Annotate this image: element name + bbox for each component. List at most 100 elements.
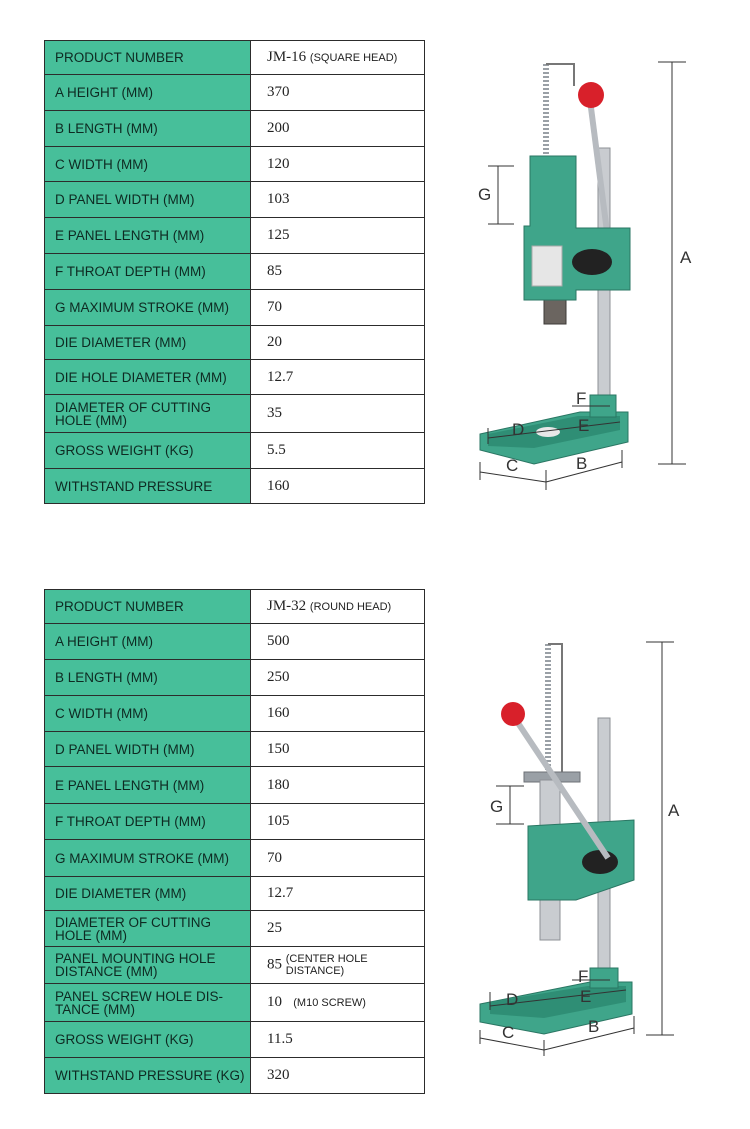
row-value: 160 xyxy=(250,468,425,504)
table-row: DIE DIAMETER (MM) 20 xyxy=(44,325,425,360)
press-drawing-jm32: A G D E F C B xyxy=(479,641,680,1056)
row-value: 12.7 xyxy=(250,876,425,911)
table-row: C WIDTH (MM) 160 xyxy=(44,695,425,732)
table-row: PANEL MOUNTING HOLE DISTANCE (MM) 85 (CE… xyxy=(44,946,425,984)
press-head xyxy=(527,819,635,901)
row-value: 12.7 xyxy=(250,359,425,395)
dimension-def: D E F xyxy=(487,389,621,444)
row-label: D PANEL WIDTH (MM) xyxy=(44,181,251,218)
table-row: DIE DIAMETER (MM) 12.7 xyxy=(44,876,425,911)
handle-knob xyxy=(501,702,525,726)
row-label: DIAMETER OF CUTTING HOLE (MM) xyxy=(44,910,251,947)
row-value: 20 xyxy=(250,325,425,360)
row-label: WITHSTAND PRESSURE (KG) xyxy=(44,1057,251,1094)
dim-label-c: C xyxy=(506,456,518,475)
handle-knob xyxy=(578,82,604,108)
pinion-knob xyxy=(572,249,612,275)
table-row: F THROAT DEPTH (MM) 85 xyxy=(44,253,425,290)
table-row: GROSS WEIGHT (KG) 11.5 xyxy=(44,1021,425,1058)
dim-label-c: C xyxy=(502,1023,514,1042)
table-row: G MAXIMUM STROKE (MM) 70 xyxy=(44,839,425,877)
column-foot xyxy=(589,967,619,989)
handle-lever xyxy=(513,718,611,860)
table-row: PANEL SCREW HOLE DIS-TANCE (MM) 10 (M10 … xyxy=(44,983,425,1022)
row-value: 25 xyxy=(250,910,425,947)
row-label: A HEIGHT (MM) xyxy=(44,74,251,111)
table-row: G MAXIMUM STROKE (MM) 70 xyxy=(44,289,425,326)
table-row: A HEIGHT (MM) 370 xyxy=(44,74,425,111)
value-note: (SQUARE HEAD) xyxy=(309,51,398,64)
dimension-cb: C B xyxy=(479,450,623,490)
row-label: GROSS WEIGHT (KG) xyxy=(44,1021,251,1058)
row-value-number: 85 xyxy=(267,956,282,973)
nameplate xyxy=(531,245,563,287)
table-row: DIAMETER OF CUTTING HOLE (MM) 35 xyxy=(44,394,425,433)
table-row: E PANEL LENGTH (MM) 125 xyxy=(44,217,425,254)
row-value: 500 xyxy=(250,623,425,660)
row-label: PRODUCT NUMBER xyxy=(44,589,251,624)
table-row: F THROAT DEPTH (MM) 105 xyxy=(44,803,425,840)
row-value-number: 10 xyxy=(267,994,282,1010)
spec-table-jm32: PRODUCT NUMBER JM-32 (ROUND HEAD) A HEIG… xyxy=(44,589,425,1094)
row-label: PANEL SCREW HOLE DIS-TANCE (MM) xyxy=(44,983,251,1022)
table-row: PRODUCT NUMBER JM-32 (ROUND HEAD) xyxy=(44,589,425,624)
row-label: DIE DIAMETER (MM) xyxy=(44,876,251,911)
row-value: 105 xyxy=(250,803,425,840)
dim-label-d: D xyxy=(512,420,524,439)
row-value: 70 xyxy=(250,839,425,877)
dim-label-a: A xyxy=(680,248,692,267)
dim-label-b: B xyxy=(576,454,587,473)
dimension-g: G xyxy=(478,165,514,225)
row-value: 10 (M10 SCREW) xyxy=(250,983,425,1022)
dimension-a: A xyxy=(658,61,692,465)
row-label: E PANEL LENGTH (MM) xyxy=(44,217,251,254)
row-label: A HEIGHT (MM) xyxy=(44,623,251,660)
dimension-g: G xyxy=(490,785,524,825)
row-value: 85 xyxy=(250,253,425,290)
table-row: C WIDTH (MM) 120 xyxy=(44,146,425,182)
table-row: WITHSTAND PRESSURE 160 xyxy=(44,468,425,504)
row-label: C WIDTH (MM) xyxy=(44,146,251,182)
spec-table-jm16: PRODUCT NUMBER JM-16 (SQUARE HEAD) A HEI… xyxy=(44,40,425,504)
value-note: (ROUND HEAD) xyxy=(309,600,392,613)
row-label: C WIDTH (MM) xyxy=(44,695,251,732)
row-value: 200 xyxy=(250,110,425,147)
press-drawing-jm16: A G D E F C B xyxy=(478,61,692,490)
table-row: D PANEL WIDTH (MM) 103 xyxy=(44,181,425,218)
dim-label-f: F xyxy=(576,389,586,408)
row-value: 250 xyxy=(250,659,425,696)
row-label: G MAXIMUM STROKE (MM) xyxy=(44,289,251,326)
row-value: 180 xyxy=(250,766,425,804)
row-label: DIE HOLE DIAMETER (MM) xyxy=(44,359,251,395)
return-spring xyxy=(545,643,563,772)
row-value: JM-16 (SQUARE HEAD) xyxy=(250,40,425,75)
row-label: PANEL MOUNTING HOLE DISTANCE (MM) xyxy=(44,946,251,984)
row-value: 125 xyxy=(250,217,425,254)
value-note: (CENTER HOLE DISTANCE) xyxy=(285,953,368,977)
dim-label-g: G xyxy=(490,797,503,816)
row-label: G MAXIMUM STROKE (MM) xyxy=(44,839,251,877)
row-value: 11.5 xyxy=(250,1021,425,1058)
row-value: 160 xyxy=(250,695,425,732)
table-row: PRODUCT NUMBER JM-16 (SQUARE HEAD) xyxy=(44,40,425,75)
table-row: B LENGTH (MM) 250 xyxy=(44,659,425,696)
dim-label-d: D xyxy=(506,990,518,1009)
row-label: F THROAT DEPTH (MM) xyxy=(44,253,251,290)
table-row: DIAMETER OF CUTTING HOLE (MM) 25 xyxy=(44,910,425,947)
dimension-cb: C B xyxy=(479,1016,635,1056)
row-label: B LENGTH (MM) xyxy=(44,659,251,696)
dim-label-b: B xyxy=(588,1017,599,1036)
row-value: 103 xyxy=(250,181,425,218)
return-spring xyxy=(543,63,575,170)
value-note: (M10 SCREW) xyxy=(293,996,366,1009)
table-row: E PANEL LENGTH (MM) 180 xyxy=(44,766,425,804)
table-row: A HEIGHT (MM) 500 xyxy=(44,623,425,660)
dim-label-e: E xyxy=(580,987,591,1006)
row-value: 35 xyxy=(250,394,425,433)
dimension-def: D E F xyxy=(489,967,627,1010)
product-number: JM-16 xyxy=(267,49,307,65)
dim-label-a: A xyxy=(668,801,680,820)
dim-label-f: F xyxy=(578,967,588,986)
pinion-knob xyxy=(582,850,618,874)
row-label: PRODUCT NUMBER xyxy=(44,40,251,75)
